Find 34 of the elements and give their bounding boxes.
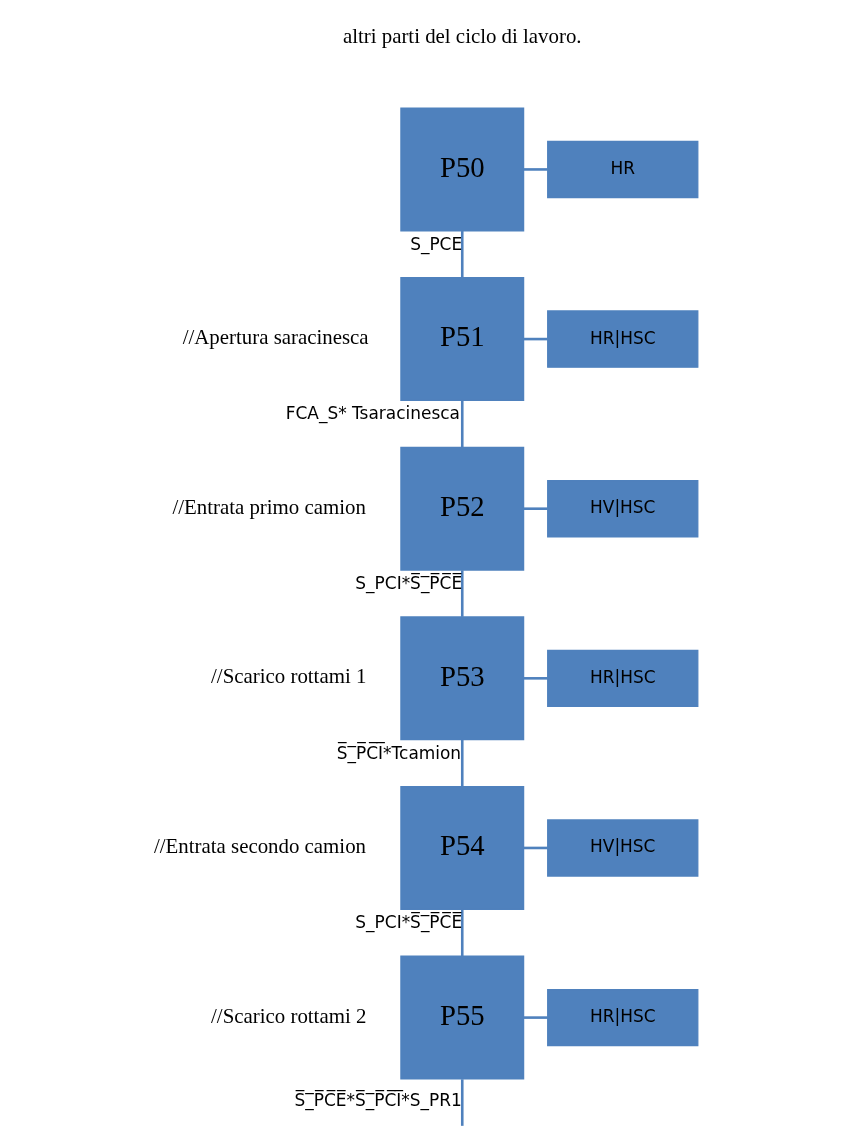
node-box: HR|HSC (547, 310, 699, 368)
connector (523, 168, 548, 171)
node-box: HR (547, 140, 699, 199)
node-box: P54 (400, 786, 525, 910)
node-box: P52 (400, 446, 525, 571)
connector (460, 400, 464, 448)
node-label: //Entrata primo camion (172, 494, 366, 519)
connector (523, 507, 548, 510)
node-box: P51 (400, 277, 525, 402)
node-label: //Scarico rottami 1 (211, 664, 367, 689)
node-box: HR|HSC (547, 988, 699, 1047)
connector (460, 739, 464, 787)
node-box: P53 (400, 616, 525, 741)
connector (460, 231, 464, 278)
node-box: HR|HSC (547, 649, 699, 708)
connector (523, 677, 548, 680)
connector (523, 337, 548, 341)
label: altri parti del ciclo di lavoro. (342, 23, 582, 48)
connector (523, 846, 548, 850)
node-box: P55 (400, 955, 525, 1080)
connector (523, 1016, 548, 1019)
connector (460, 570, 464, 617)
node-label: //Apertura saracinesca (182, 325, 369, 350)
edge-label: S̅_̅P̅C̅E̅*S̅_̅P̅C̅I̅*S_PR1 (294, 1090, 462, 1111)
node-box: P50 (400, 107, 525, 232)
node-box: HV|HSC (547, 480, 699, 538)
node-label: //Scarico rottami 2 (211, 1003, 367, 1028)
connector (460, 909, 464, 957)
connector (460, 1079, 464, 1126)
node-box: HV|HSC (547, 819, 699, 877)
node-label: //Entrata secondo camion (154, 833, 366, 858)
edge-label: FCA_S* Tsaracinesca (285, 403, 460, 424)
edge-label: S̅_̅P̅C̅I̅*Tcamion (336, 742, 462, 763)
edge-label: S_PCE (410, 233, 463, 254)
